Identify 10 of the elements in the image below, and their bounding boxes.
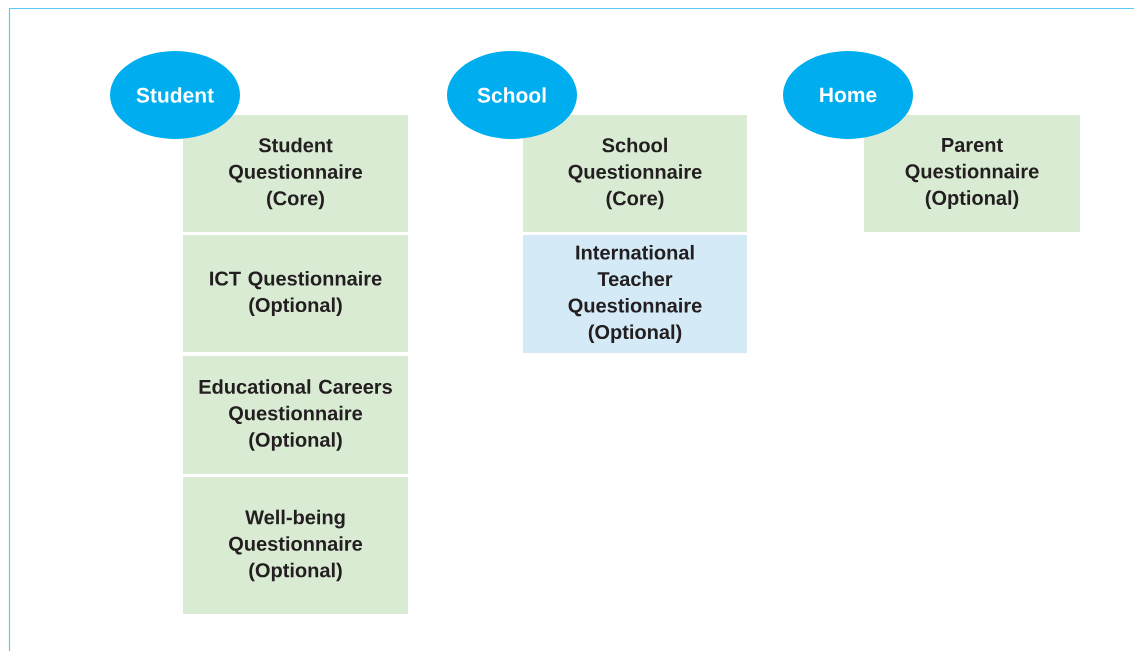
questionnaire-box: Well-being Questionnaire (Optional) [183,477,408,614]
group-oval: Student [110,51,240,139]
questionnaire-box: Parent Questionnaire (Optional) [864,115,1080,232]
group-oval: School [447,51,577,139]
questionnaire-box: International Teacher Questionnaire (Optional) [523,235,747,353]
group-oval: Home [783,51,913,139]
questionnaire-box: ICT Questionnaire (Optional) [183,235,408,352]
questionnaire-box: Student Questionnaire (Core) [183,115,408,232]
questionnaire-box: School Questionnaire (Core) [523,115,747,232]
questionnaire-box: Educational Careers Questionnaire (Optional) [183,356,408,474]
